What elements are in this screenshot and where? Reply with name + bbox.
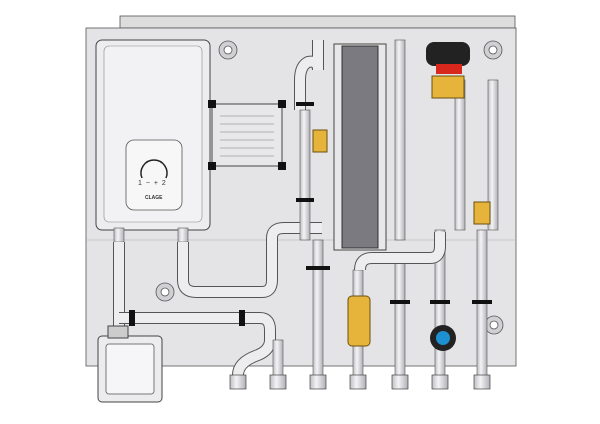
- mounting-holes: [155, 40, 504, 335]
- pipe-clamps: [129, 102, 492, 326]
- bottom-connections: [229, 374, 491, 390]
- brand-logo: CLAGE: [145, 195, 163, 201]
- controller-box: [208, 100, 286, 170]
- pipework: [113, 40, 324, 376]
- plate-heat-exchanger: [333, 43, 387, 251]
- top-rail: [119, 15, 516, 29]
- junction-box: [97, 325, 163, 403]
- temperature-dial[interactable]: [140, 150, 168, 178]
- circulation-pump: [430, 325, 456, 351]
- brass-valve: [312, 129, 491, 347]
- instantaneous-water-heater: [95, 39, 211, 243]
- motorized-valve-actuator: [426, 42, 470, 99]
- dial-labels: 1 − + 2: [138, 180, 167, 187]
